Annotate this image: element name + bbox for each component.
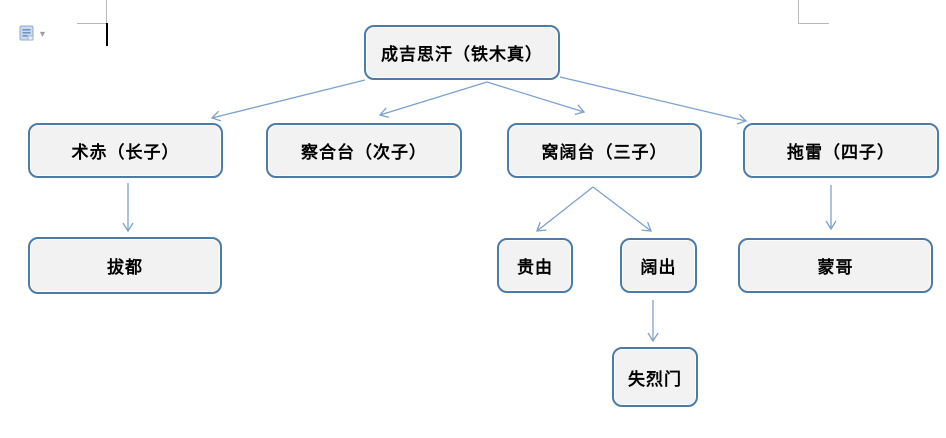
node-jochi[interactable]: 术赤（长子） xyxy=(28,123,223,178)
node-label: 成吉思汗（铁木真） xyxy=(381,45,543,64)
node-label: 窝阔台（三子） xyxy=(541,143,668,162)
node-mongke[interactable]: 蒙哥 xyxy=(738,238,933,293)
node-shiremun[interactable]: 失烈门 xyxy=(612,347,698,407)
margin-mark-line xyxy=(798,0,799,23)
node-label: 阔出 xyxy=(640,258,677,277)
margin-mark-line xyxy=(77,23,107,24)
connector-root-ogedei[interactable] xyxy=(486,81,586,116)
connector-root-tolui[interactable] xyxy=(559,76,748,125)
connector-root-chagatai[interactable] xyxy=(378,81,488,119)
node-label: 蒙哥 xyxy=(817,258,854,277)
node-kochu[interactable]: 阔出 xyxy=(620,238,697,293)
node-chagatai[interactable]: 察合台（次子） xyxy=(266,123,462,178)
paste-options-button[interactable]: ▾ xyxy=(18,24,60,46)
node-label: 拔都 xyxy=(107,258,143,277)
node-ogedei[interactable]: 窝阔台（三子） xyxy=(507,123,702,178)
node-genghis-khan[interactable]: 成吉思汗（铁木真） xyxy=(364,25,560,80)
connector-ogedei-guyuk[interactable] xyxy=(536,186,594,232)
node-guyuk[interactable]: 贵由 xyxy=(497,238,573,293)
node-tolui[interactable]: 拖雷（四子） xyxy=(743,123,939,178)
connector-ogedei-kochu[interactable] xyxy=(592,186,652,232)
node-label: 拖雷（四子） xyxy=(787,143,895,162)
paste-options-icon xyxy=(18,24,36,47)
chevron-down-icon: ▾ xyxy=(40,29,46,40)
node-label: 术赤（长子） xyxy=(71,143,180,162)
node-label: 察合台（次子） xyxy=(301,143,427,162)
node-batu[interactable]: 拔都 xyxy=(28,237,222,294)
node-label: 贵由 xyxy=(517,258,553,277)
connector-root-jochi[interactable] xyxy=(210,79,366,122)
margin-mark-line xyxy=(106,0,107,23)
margin-mark-line xyxy=(798,23,829,24)
text-cursor xyxy=(106,23,108,46)
node-label: 失烈门 xyxy=(628,369,682,389)
